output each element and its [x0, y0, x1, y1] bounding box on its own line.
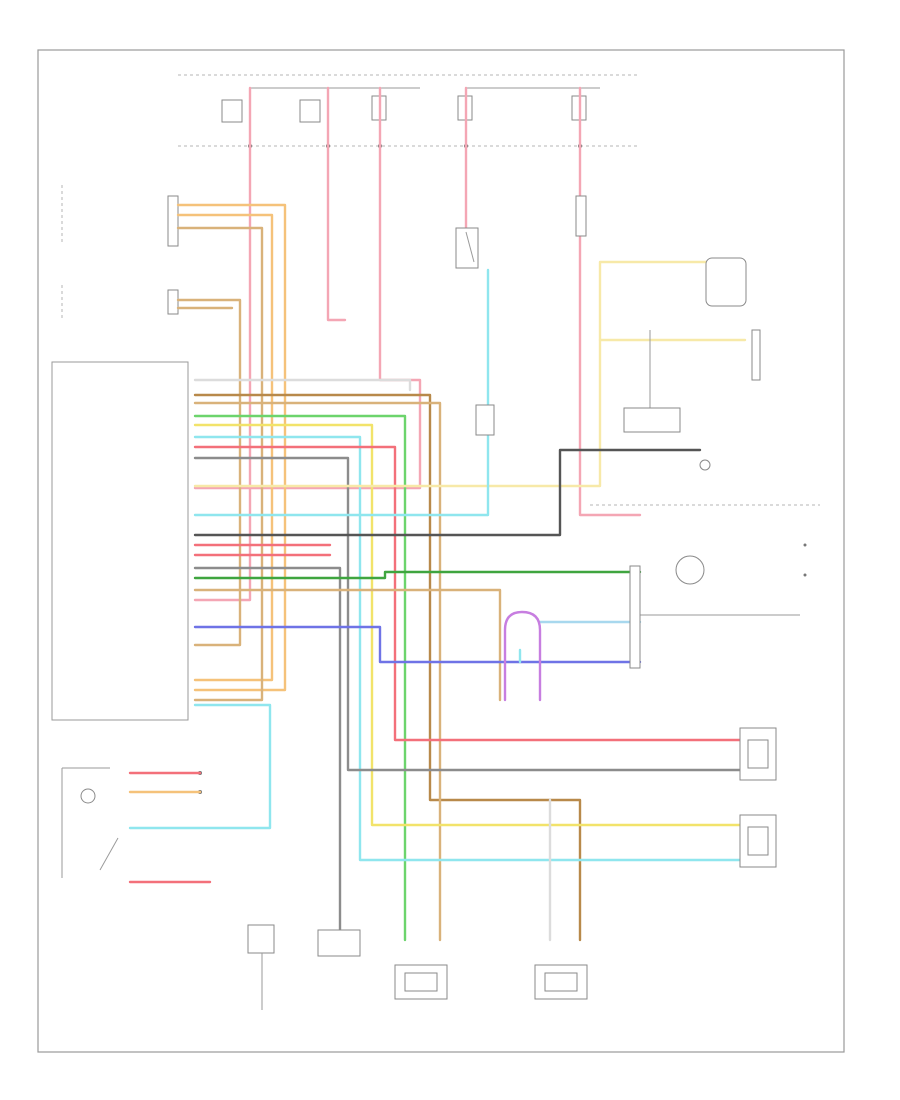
wire-yellow-1 — [193, 423, 742, 827]
stop-lamp-switch — [455, 227, 479, 269]
wire-pink-2 — [326, 86, 347, 322]
wire-tan-4 — [193, 401, 442, 942]
control-module-box — [51, 361, 189, 721]
wire-cyan-4 — [128, 703, 272, 830]
wire-pink-3 — [193, 86, 422, 490]
wire-tan-5 — [193, 588, 502, 702]
wheel-speed-sensor — [629, 555, 800, 669]
bottom-switches — [247, 924, 361, 1010]
wire-gray-3 — [193, 566, 342, 942]
wire-tan-1 — [176, 226, 264, 702]
wire-blue-1 — [193, 625, 642, 664]
wire-cyan-1 — [193, 435, 742, 862]
wire-cyan-2 — [193, 268, 490, 517]
fuse-block-top — [178, 74, 640, 148]
wire-red-1 — [193, 445, 742, 742]
brake-switch — [475, 404, 495, 436]
wire-brown-1 — [193, 393, 582, 942]
wire-dark-green-1 — [193, 570, 642, 580]
wire-tan-2 — [176, 298, 242, 647]
diagram-border — [37, 49, 845, 1053]
wire-white-1 — [193, 378, 412, 392]
bottom-actuators — [394, 964, 588, 1000]
right-markers — [803, 543, 807, 577]
wire-gray-1 — [193, 456, 742, 772]
connector-group-left-top — [61, 185, 179, 320]
wire-gray-2 — [193, 448, 702, 537]
wire-green-1 — [193, 414, 407, 942]
wires — [128, 86, 747, 942]
wire-pink-1 — [193, 86, 252, 602]
control-module — [51, 361, 189, 721]
connector-group-top-right — [575, 195, 820, 506]
wire-purple-1 — [503, 610, 542, 702]
instrument-cluster-lamps — [739, 727, 777, 868]
wire-lightyellow-1 — [193, 260, 747, 488]
ignition-switch — [61, 767, 212, 884]
